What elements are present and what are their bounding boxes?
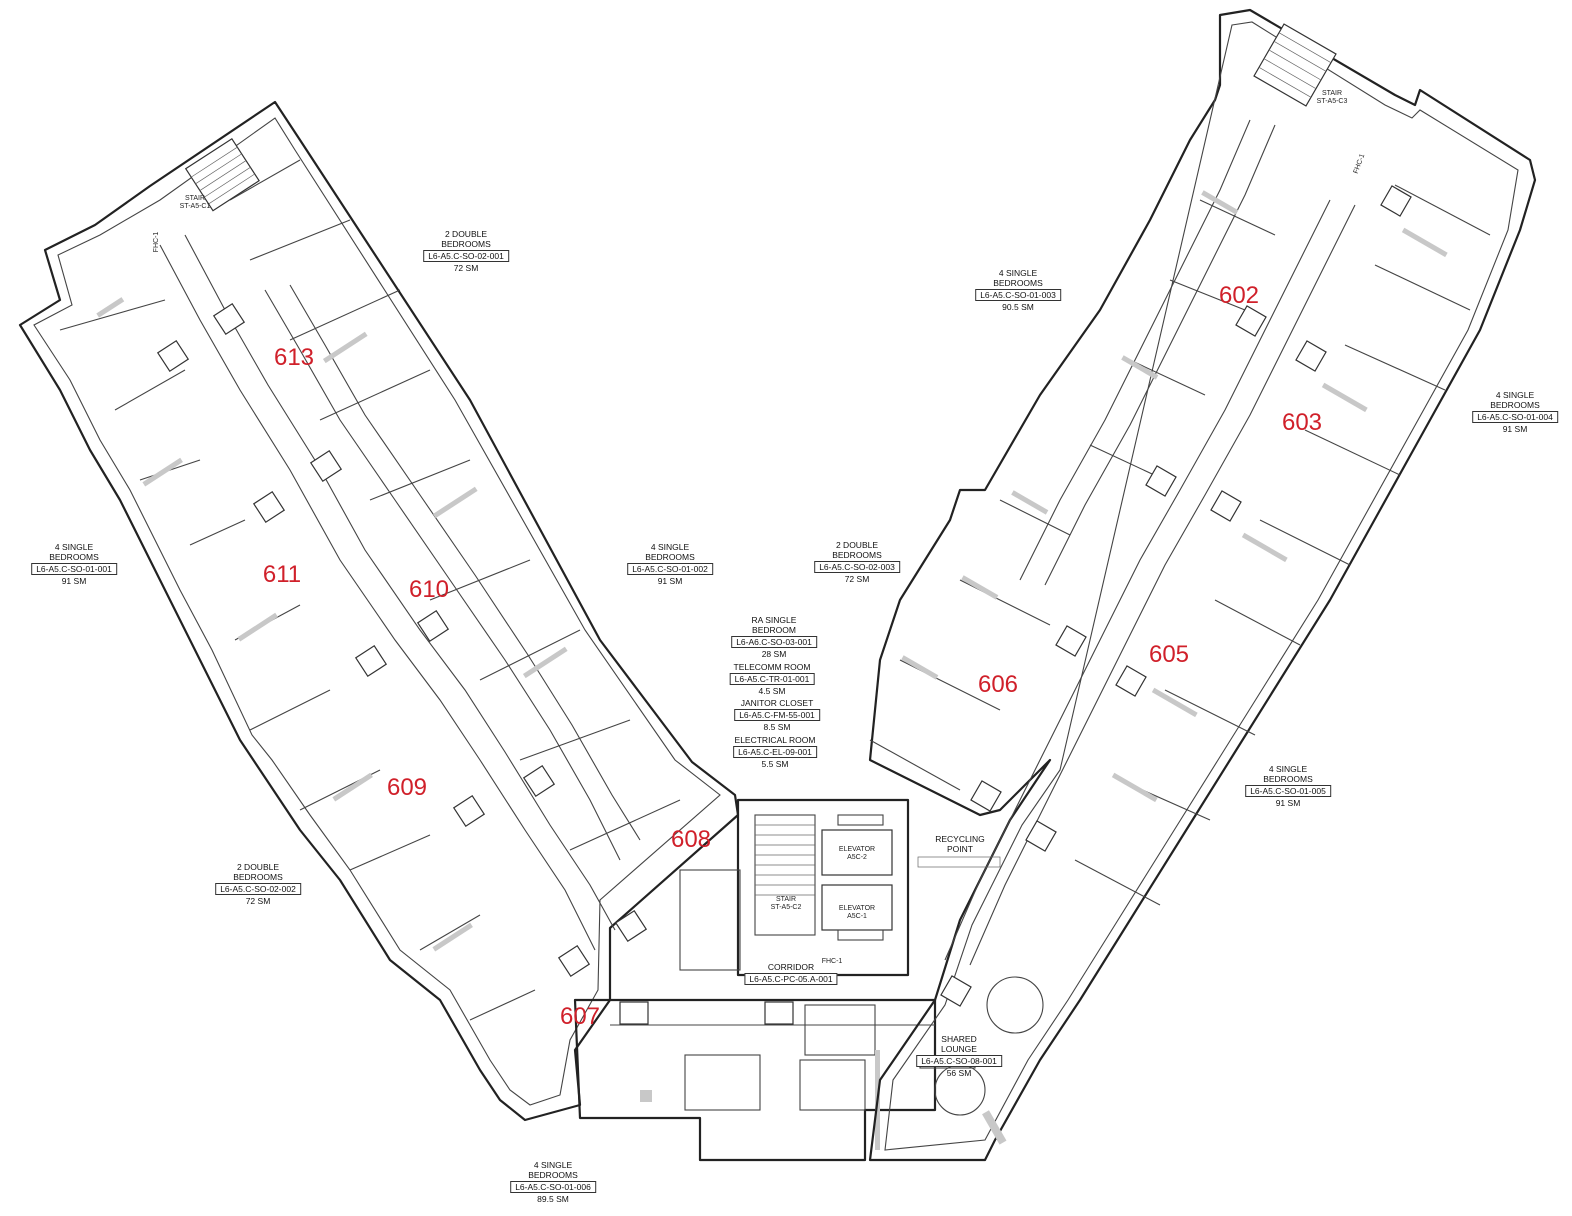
core bbox=[679, 798, 910, 977]
unit-label-613: 613 bbox=[273, 344, 315, 371]
unit-label-607: 607 bbox=[559, 1003, 601, 1030]
left-wing bbox=[18, 100, 740, 1122]
recycling-box bbox=[917, 856, 1001, 868]
unit-label-603: 603 bbox=[1281, 409, 1323, 436]
fhc-label: FHC-1 bbox=[153, 231, 160, 253]
unit-label-610: 610 bbox=[408, 576, 450, 603]
corridor-label: CORRIDOR L6-A5.C-PC-05.A-001 bbox=[744, 962, 838, 986]
unit-label-606: 606 bbox=[977, 671, 1019, 698]
right-wing bbox=[868, 8, 1537, 1162]
unit-label-608: 608 bbox=[670, 826, 712, 853]
unit-label-611: 611 bbox=[262, 561, 302, 588]
unit-label-602: 602 bbox=[1218, 282, 1260, 309]
fhc-label: FHC-1 bbox=[821, 958, 843, 965]
unit-label-605: 605 bbox=[1148, 641, 1190, 668]
unit-label-609: 609 bbox=[386, 774, 428, 801]
